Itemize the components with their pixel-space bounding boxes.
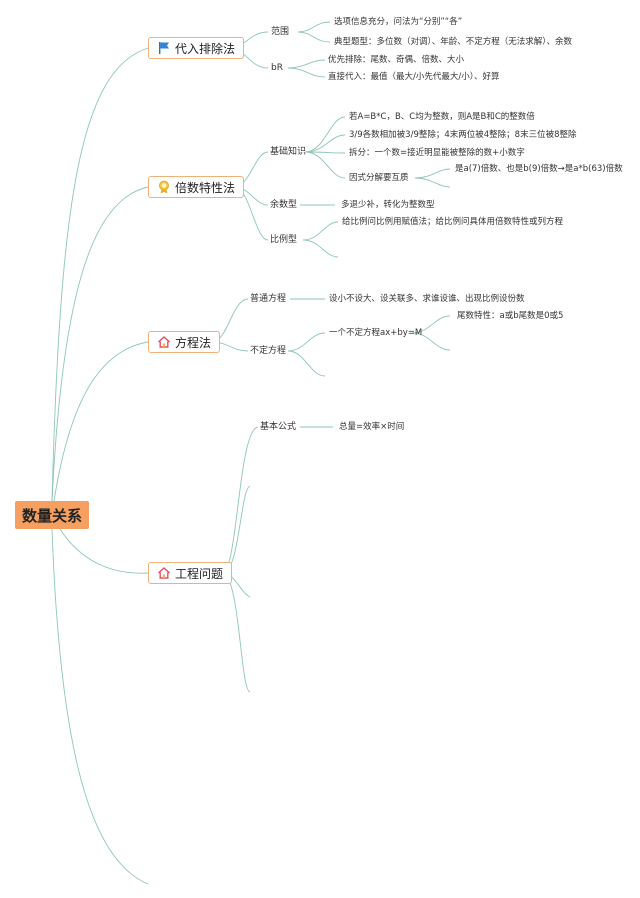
leaf-item[interactable]: 直接代入：最值（最大/小先代最大/小）、好算 <box>328 72 500 82</box>
home-icon <box>157 335 171 349</box>
subtopic-basics[interactable]: 基础知识 <box>270 147 307 157</box>
root-topic[interactable]: 数量关系 <box>15 501 89 529</box>
leaf-item[interactable]: 若A=B*C，B、C均为整数，则A是B和C的整数倍 <box>349 112 535 122</box>
topic-engineering-problem[interactable]: 工程问题 <box>148 562 233 584</box>
leaf-item[interactable]: 选项信息充分，问法为“分别”“各” <box>334 17 463 27</box>
topic-substitution-exclusion[interactable]: 代入排除法 <box>148 37 245 59</box>
subtopic-ordinary-equation[interactable]: 普通方程 <box>250 294 287 304</box>
subtopic-br[interactable]: bR <box>271 63 283 73</box>
leaf-item[interactable]: 总量=效率×时间 <box>339 422 405 432</box>
leaf-item[interactable]: 因式分解要互质 <box>349 173 409 183</box>
topic-label: 代入排除法 <box>175 41 236 56</box>
leaf-sub-item[interactable]: 是a(7)倍数、也是b(9)倍数→是a*b(63)倍数 <box>455 164 623 174</box>
topic-multiple-property[interactable]: 倍数特性法 <box>148 176 245 198</box>
subtopic-range[interactable]: 范围 <box>271 27 290 37</box>
leaf-item[interactable]: 优先排除：尾数、奇偶、倍数、大小 <box>328 55 465 65</box>
leaf-item[interactable]: 设小不设大、设关联多、求谁设谁、出现比例设份数 <box>329 294 525 304</box>
subtopic-basic-formula[interactable]: 基本公式 <box>260 422 297 432</box>
topic-label: 倍数特性法 <box>175 180 236 195</box>
subtopic-remainder[interactable]: 余数型 <box>270 200 298 210</box>
leaf-sub-item[interactable]: 尾数特性：a或b尾数是0或5 <box>457 311 564 321</box>
leaf-item[interactable]: 给比例问比例用赋值法；给比例问具体用倍数特性或列方程 <box>342 217 564 227</box>
topic-equation-method[interactable]: 方程法 <box>148 331 221 353</box>
leaf-item[interactable]: 拆分：一个数=接近明显能被整除的数+小数字 <box>349 148 525 158</box>
topic-label: 方程法 <box>175 335 212 350</box>
topic-label: 工程问题 <box>175 566 224 581</box>
leaf-item[interactable]: 一个不定方程ax+by=M <box>329 328 423 338</box>
award-badge-icon <box>157 180 171 194</box>
leaf-item[interactable]: 多退少补，转化为整数型 <box>341 200 435 210</box>
home-icon <box>157 566 171 580</box>
subtopic-ratio[interactable]: 比例型 <box>270 235 298 245</box>
subtopic-indeterminate-equation[interactable]: 不定方程 <box>250 346 287 356</box>
leaf-item[interactable]: 典型题型：多位数（对调）、年龄、不定方程（无法求解）、余数 <box>334 37 573 47</box>
blue-flag-icon <box>157 41 171 55</box>
leaf-item[interactable]: 3/9各数相加被3/9整除；4末两位被4整除；8末三位被8整除 <box>349 130 577 140</box>
